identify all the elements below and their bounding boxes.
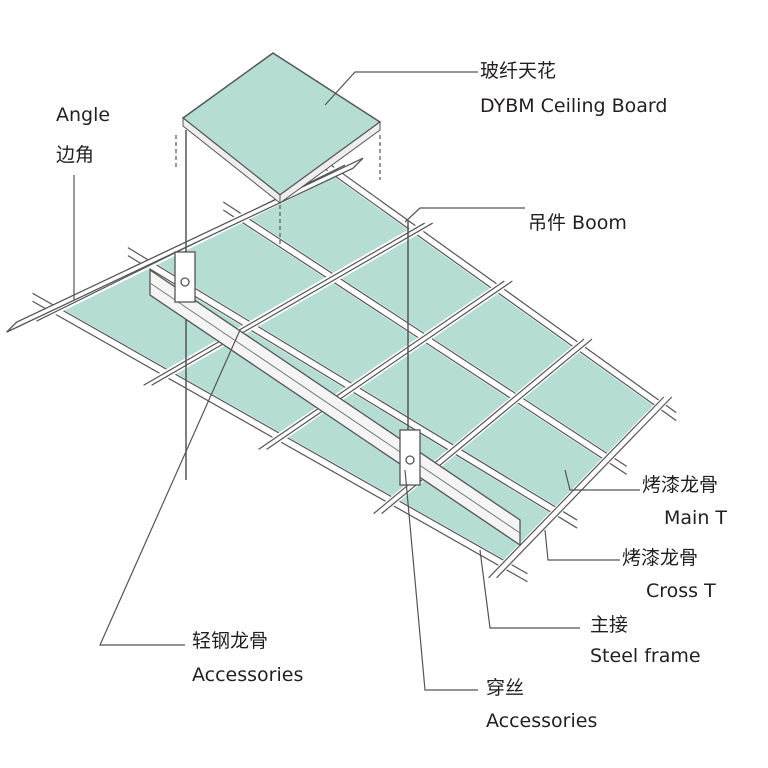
accessories-bottom-label-en: Accessories (486, 710, 598, 732)
cross-t-label-en: Cross T (646, 580, 716, 602)
angle-label-zh: 边角 (56, 144, 95, 166)
main-carrier-channel (149, 268, 521, 547)
steel-frame-label-zh: 主接 (590, 614, 629, 636)
angle-label-en: Angle (56, 104, 111, 126)
cross-t-edge (496, 396, 673, 579)
cross-t-edge (151, 222, 433, 386)
steel-frame-label-en: Steel frame (590, 645, 701, 667)
leader-lines (73, 71, 640, 691)
cross-t-rail (489, 393, 671, 581)
cross-t-edge (258, 280, 505, 450)
cross-t-edge (488, 396, 665, 579)
accessories-left-label-zh: 轻钢龙骨 (192, 630, 269, 652)
cross-t-label-zh: 烤漆龙骨 (622, 547, 699, 569)
main-t-label-zh: 烤漆龙骨 (642, 474, 719, 496)
boom-label: 吊件 Boom (528, 212, 627, 234)
cross-t-edge (266, 280, 513, 450)
accessories-bottom-label-zh: 穿丝 (486, 677, 525, 699)
ceiling-grid (6, 155, 679, 583)
drop-arrows (175, 135, 381, 245)
ceiling-board-label-en: DYBM Ceiling Board (480, 95, 668, 117)
main-t-label-en: Main T (664, 507, 728, 529)
cross-t-rail (260, 277, 511, 454)
floating-ceiling-board (181, 52, 382, 205)
angle-edge-trim (6, 157, 364, 333)
cross-t-rail (145, 219, 431, 390)
ceiling-board-label-zh: 玻纤天花 (480, 60, 557, 82)
accessories-left-label-en: Accessories (192, 664, 304, 686)
cross-t-edge (143, 222, 425, 386)
